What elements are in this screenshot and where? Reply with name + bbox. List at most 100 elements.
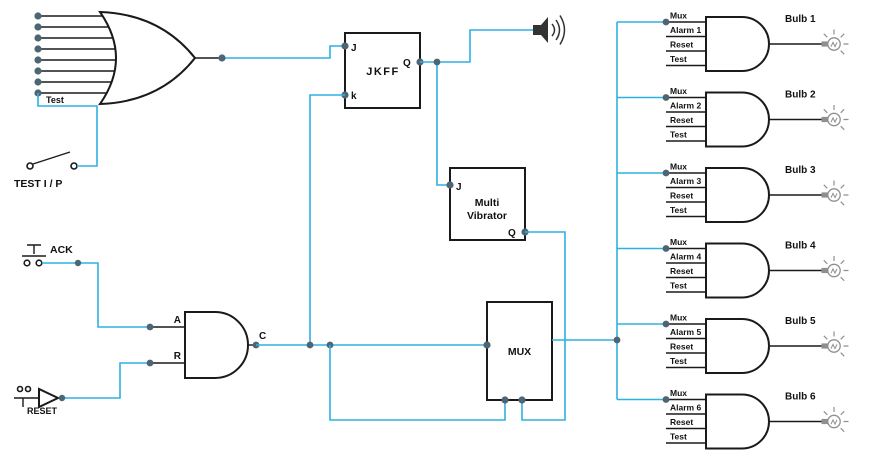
input-label-mux: Mux	[670, 86, 687, 96]
junction-dot	[613, 336, 621, 344]
bulb-gate-group: Mux Alarm 5 Reset Test Bulb 5	[617, 313, 850, 374]
or-input-dot	[34, 45, 42, 53]
wire-mv-to-mux	[521, 231, 566, 421]
input-label-mux: Mux	[670, 11, 687, 21]
bulb-gate-group: Mux Alarm 4 Reset Test Bulb 4	[617, 237, 850, 299]
mv-q-label: Q	[508, 228, 516, 239]
junction-dot	[218, 54, 226, 62]
bulb-label: Bulb 2	[785, 90, 816, 101]
and-gate-body	[705, 318, 770, 374]
test-switch-label: TEST I / P	[14, 178, 62, 190]
bulb-gate-group: Mux Alarm 1 Reset Test Bulb 1	[617, 11, 850, 72]
junction-dot	[662, 18, 670, 26]
and-c-label: C	[259, 331, 266, 342]
and-gate-body	[705, 16, 770, 72]
and-gate-body	[705, 91, 770, 148]
switch-terminal	[26, 162, 34, 170]
jkff-k-label: k	[351, 91, 357, 102]
bulb-label: Bulb 6	[785, 392, 816, 403]
ack-label: ACK	[50, 244, 73, 256]
ack-and-gate: A R C	[146, 311, 266, 379]
and-input-stubs	[150, 326, 185, 364]
mux-body	[486, 301, 553, 401]
or-input-dot	[34, 34, 42, 42]
or-input-terminals	[34, 12, 42, 97]
gate-input-lines	[666, 247, 706, 293]
gate-input-lines	[666, 21, 706, 67]
junction-dot	[146, 359, 154, 367]
input-label-test: Test	[670, 281, 687, 291]
ack-terminal	[35, 259, 43, 267]
input-label-test: Test	[670, 54, 687, 64]
junction-dot	[146, 323, 154, 331]
mux-bottom-terminal	[501, 396, 509, 404]
reset-terminal	[24, 385, 32, 393]
jkff-title: JKFF	[366, 66, 400, 78]
and-gate-body	[184, 311, 249, 379]
input-label-alarm: Alarm 4	[670, 252, 701, 262]
gate-input-lines	[666, 172, 706, 218]
speaker-icon	[533, 15, 566, 45]
bulb-icon	[820, 104, 850, 131]
or-input-dot	[34, 23, 42, 31]
input-label-reset: Reset	[670, 342, 693, 352]
mux-title: MUX	[508, 346, 531, 358]
input-label-test: Test	[670, 432, 687, 442]
and-gate-body	[705, 167, 770, 223]
bulb-icon	[820, 28, 850, 55]
bulb-label: Bulb 4	[785, 241, 816, 252]
ack-actuator	[22, 244, 46, 257]
and-a-label: A	[174, 315, 181, 326]
input-label-alarm: Alarm 1	[670, 25, 701, 35]
speaker-sound-waves	[551, 15, 566, 45]
multivibrator-body	[449, 167, 526, 241]
reset-terminal	[16, 385, 24, 393]
input-label-test: Test	[670, 130, 687, 140]
input-label-mux: Mux	[670, 162, 687, 172]
wire-test-to-or	[37, 93, 98, 167]
wire-q-to-multivibrator	[436, 62, 450, 186]
bulb-gate-group: Mux Alarm 3 Reset Test Bulb 3	[617, 162, 850, 223]
bulb-icon	[820, 255, 850, 282]
or-input-dot	[34, 12, 42, 20]
input-label-reset: Reset	[670, 266, 693, 276]
junction-dot	[662, 169, 670, 177]
bulb-gate-group: Mux Alarm 6 Reset Test Bulb 6	[617, 388, 850, 450]
junction-dot	[662, 245, 670, 252]
input-label-alarm: Alarm 5	[670, 327, 701, 337]
junction-dot	[662, 320, 670, 328]
mux-block: MUX	[483, 301, 553, 404]
input-label-reset: Reset	[670, 115, 693, 125]
gate-input-lines	[666, 323, 706, 369]
bulb-label: Bulb 3	[785, 165, 816, 176]
input-label-reset: Reset	[670, 40, 693, 50]
multivibrator-block: J Multi Vibrator Q	[446, 167, 529, 241]
ack-terminal	[23, 259, 31, 267]
and-r-label: R	[174, 351, 182, 362]
alarm-or-gate: Test	[34, 10, 222, 106]
or-input-dot	[34, 67, 42, 75]
mv-title-line2: Vibrator	[467, 210, 507, 222]
or-input-stubs	[38, 15, 118, 94]
test-switch: TEST I / P	[14, 151, 78, 190]
input-label-alarm: Alarm 3	[670, 176, 701, 186]
input-label-reset: Reset	[670, 191, 693, 201]
wire-reset-to-r	[62, 362, 150, 399]
and-gate-body	[705, 242, 770, 299]
speaker-body	[533, 17, 548, 43]
jkff-body	[344, 32, 421, 109]
gate-input-lines	[666, 398, 706, 444]
mv-j-label: J	[456, 182, 462, 193]
bulb-icon	[820, 406, 850, 433]
ack-switch: ACK	[22, 244, 73, 267]
junction-dot	[662, 396, 670, 403]
or-input-dot	[34, 78, 42, 86]
input-label-mux: Mux	[670, 237, 687, 247]
input-label-alarm: Alarm 6	[670, 403, 701, 413]
and-gate-body	[705, 393, 770, 450]
junction-dot	[58, 394, 66, 402]
reset-label: RESET	[27, 406, 58, 416]
switch-terminal	[70, 162, 78, 170]
